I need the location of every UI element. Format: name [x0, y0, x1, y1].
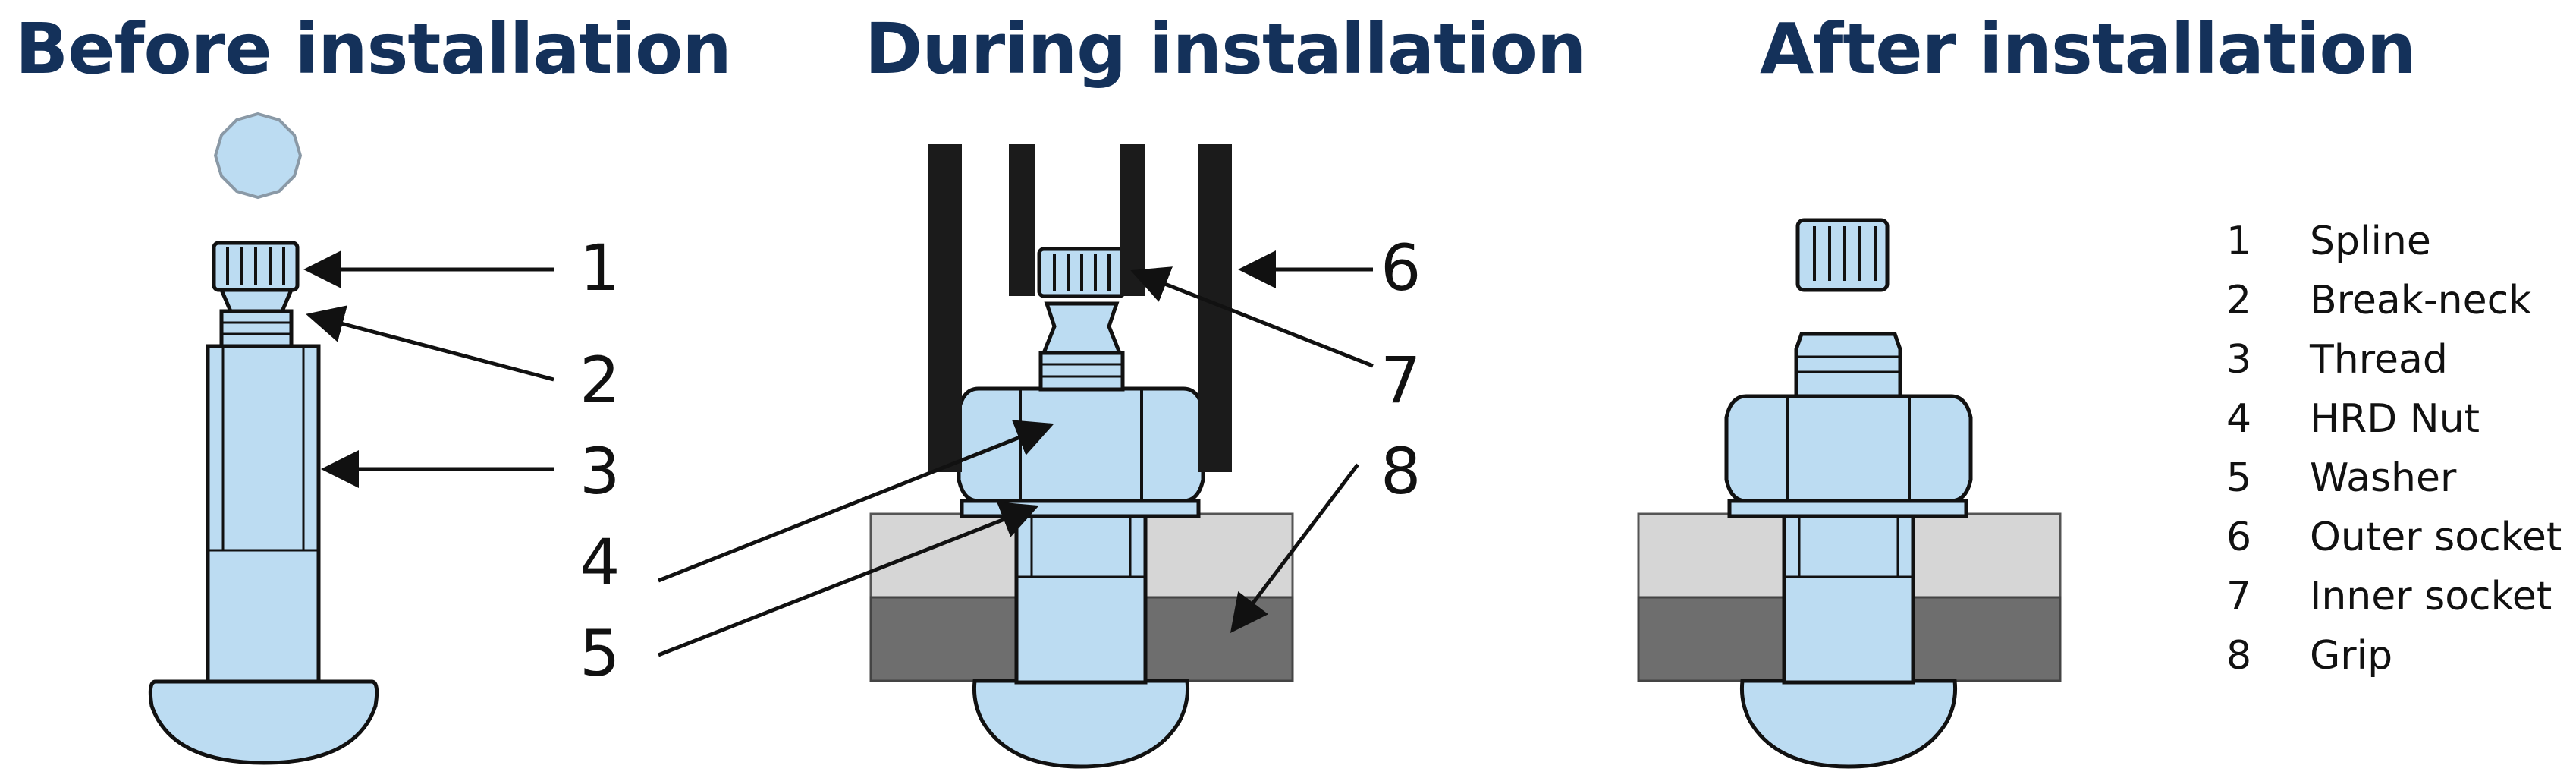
- legend-num: 8: [2226, 633, 2251, 679]
- arrow-7: [1130, 266, 1374, 368]
- legend-num: 4: [2226, 396, 2251, 442]
- legend-num: 6: [2226, 515, 2251, 560]
- callout-7: 7: [1381, 343, 1421, 417]
- callout-5: 5: [580, 616, 620, 691]
- legend-label: Outer socket: [2310, 515, 2562, 560]
- spline: [212, 241, 300, 292]
- legend-num: 2: [2226, 278, 2251, 323]
- spline-top-view: [213, 112, 303, 200]
- legend-label: Grip: [2310, 633, 2392, 679]
- legend-num: 7: [2226, 574, 2251, 619]
- arrow-8: [1230, 463, 1359, 633]
- legend-num: 5: [2226, 455, 2251, 501]
- bolt-shank: [206, 344, 321, 684]
- bolt-head: [972, 679, 1189, 769]
- title-after-installation: After installation: [1760, 8, 2416, 90]
- legend: 1 Spline 2 Break-neck 3 Thread 4 HRD Nut…: [2226, 219, 2562, 679]
- callout-1: 1: [580, 231, 620, 305]
- washer: [960, 499, 1201, 518]
- hrd-nut: [957, 386, 1205, 503]
- inner-socket-left-wall: [1009, 144, 1035, 296]
- callout-8: 8: [1381, 434, 1421, 509]
- arrow-5: [658, 502, 1039, 657]
- during-installation-assembly: [869, 144, 1294, 769]
- before-installation-bolt: [148, 112, 379, 765]
- break-neck: [218, 288, 294, 313]
- callout-6: 6: [1381, 231, 1421, 305]
- legend-label: Spline: [2310, 219, 2431, 264]
- legend-label: Washer: [2310, 455, 2457, 501]
- title-before-installation: Before installation: [15, 8, 732, 90]
- legend-label: Thread: [2309, 337, 2448, 383]
- legend-label: HRD Nut: [2310, 396, 2480, 442]
- detached-spline: [1795, 218, 1890, 292]
- title-during-installation: During installation: [865, 8, 1586, 90]
- bolt-head: [148, 679, 379, 765]
- callout-3: 3: [580, 434, 620, 509]
- outer-socket-left-wall: [928, 144, 962, 472]
- callout-4: 4: [580, 525, 620, 600]
- arrow-2: [306, 305, 554, 382]
- arrow-4: [658, 420, 1054, 583]
- legend-label: Break-neck: [2310, 278, 2531, 323]
- legend-num: 1: [2226, 219, 2251, 264]
- after-installation-assembly: [1637, 218, 2062, 769]
- callout-2: 2: [580, 343, 620, 417]
- legend-num: 3: [2226, 337, 2251, 383]
- legend-label: Inner socket: [2310, 574, 2552, 619]
